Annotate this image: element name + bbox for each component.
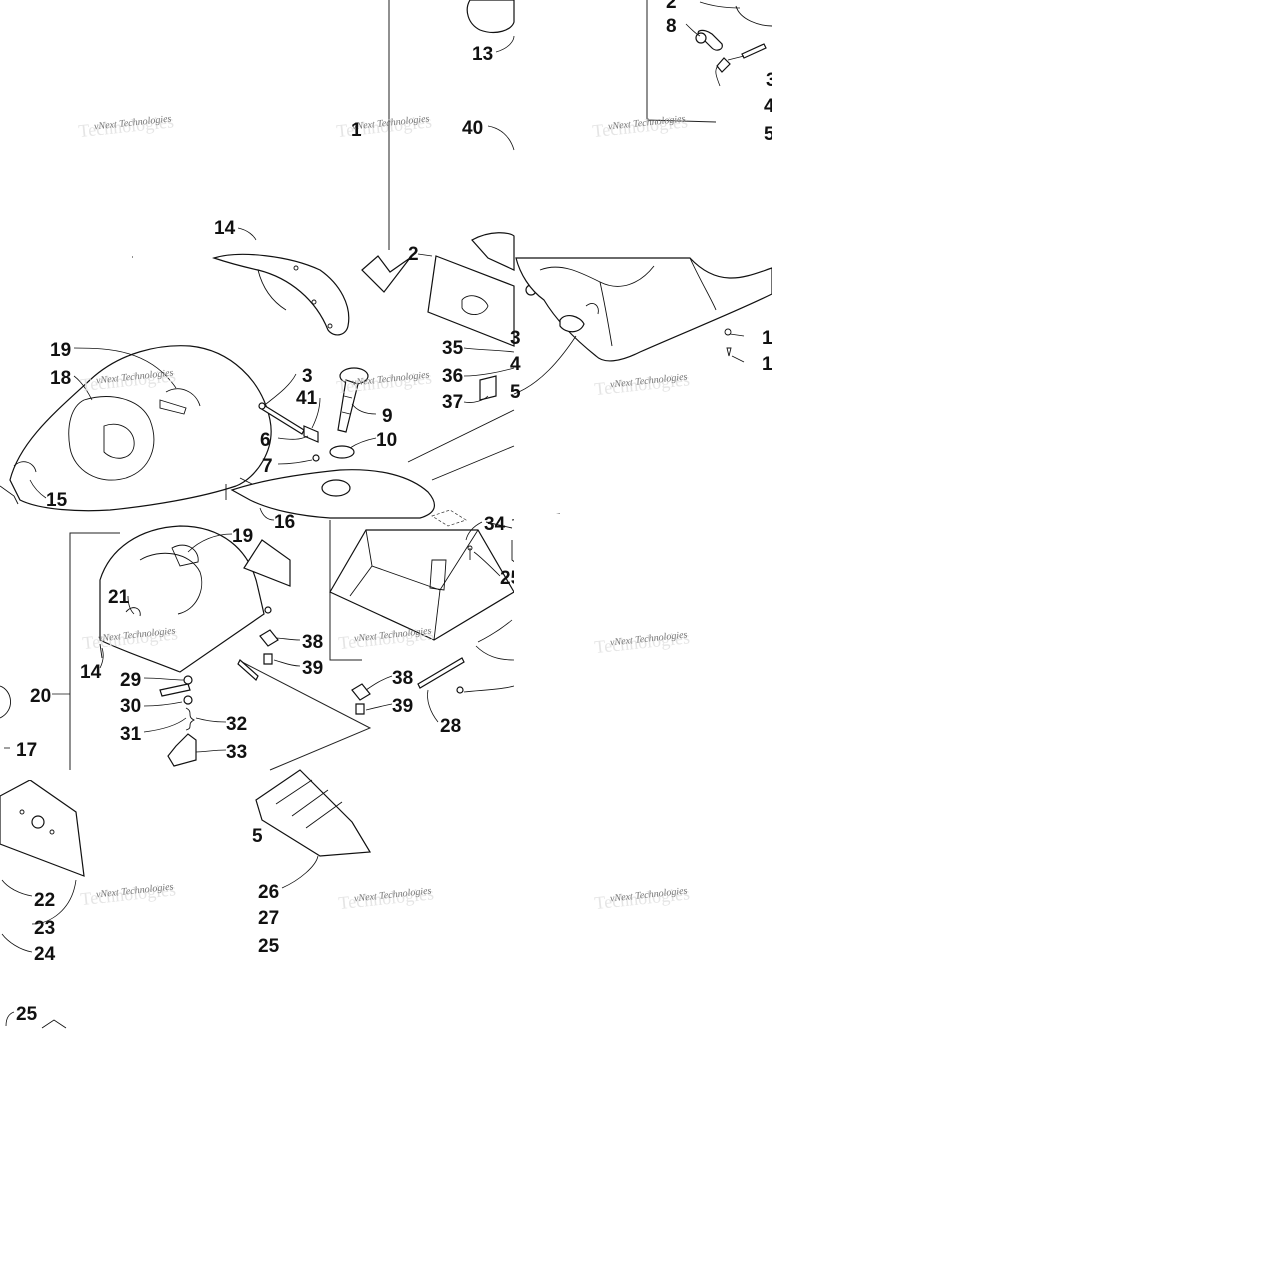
- callout-labels: 1 2 2 8 3 4 5 13 40 14 3 35 4 36 5 37 1 …: [16, 0, 777, 1025]
- callout-c22: 41: [296, 388, 318, 409]
- callout-c21: 3: [302, 366, 313, 387]
- callout-c9: 40: [462, 118, 483, 139]
- callout-c50: 26: [258, 882, 279, 903]
- callout-c30: 19: [232, 526, 253, 547]
- callout-c35: 38: [302, 632, 323, 653]
- callout-c27: 15: [46, 490, 68, 511]
- callout-c2: 2: [408, 244, 419, 265]
- callout-c11: 3: [510, 328, 521, 349]
- callout-c16: 37: [442, 392, 463, 413]
- callout-c41: 30: [120, 696, 141, 717]
- callout-c25: 10: [376, 430, 397, 451]
- seat-part: [0, 345, 272, 512]
- callout-c28: 16: [274, 512, 295, 533]
- callout-c52: 27: [258, 908, 279, 929]
- callout-c45: 28: [440, 716, 461, 737]
- misc-small-parts: [99, 375, 521, 659]
- callout-c24: 6: [260, 430, 271, 451]
- callout-c39: 38: [392, 668, 413, 689]
- callout-c46: 17: [16, 740, 37, 761]
- assembly-outlines: [69, 0, 717, 771]
- callout-c44: 32: [226, 714, 247, 735]
- latch-handle-part: [695, 5, 773, 73]
- callout-c6: 4: [764, 96, 775, 117]
- latch-rod-part: [417, 657, 465, 694]
- latch-assembly-part: [159, 675, 197, 767]
- watermark: Technologies vNext Technologies: [337, 623, 434, 653]
- callout-c4: 8: [666, 16, 677, 37]
- callout-c23: 9: [382, 406, 393, 427]
- rear-body-part: [515, 257, 773, 362]
- rear-fender-part: [212, 253, 350, 336]
- callout-c15: 5: [510, 382, 521, 403]
- seat-hinge-rod-part: [225, 402, 320, 500]
- callout-c40: 20: [30, 686, 51, 707]
- storage-tray-part: [329, 509, 515, 641]
- rear-rack-part: [41, 769, 372, 1029]
- seat-backrest-part: [466, 0, 515, 34]
- callout-c13: 4: [510, 354, 521, 375]
- callout-c53: 24: [34, 944, 56, 965]
- fuel-tank-part: [230, 409, 561, 529]
- callout-c33: 21: [108, 587, 130, 608]
- callout-c36: 14: [80, 662, 102, 683]
- callout-c48: 5: [252, 826, 263, 847]
- callout-c5: 3: [766, 70, 777, 91]
- bracket-hardware-part: [237, 606, 371, 715]
- callout-c14: 36: [442, 366, 463, 387]
- callout-c17: 1: [762, 328, 773, 349]
- callout-c29: 34: [484, 514, 506, 535]
- watermark: Technologies vNext Technologies: [337, 883, 434, 913]
- callout-c18: 1: [762, 354, 773, 375]
- callout-c51: 23: [34, 918, 55, 939]
- callout-c3: 2: [666, 0, 677, 13]
- callout-c10: 14: [214, 218, 236, 239]
- fuel-cap-part: [329, 367, 369, 459]
- callout-c19: 19: [50, 340, 71, 361]
- watermark: Technologies vNext Technologies: [79, 879, 176, 909]
- callout-c37: 39: [302, 658, 323, 679]
- leader-lines: [1, 1, 745, 1027]
- callout-c54: 25: [258, 936, 280, 957]
- callout-c47: 33: [226, 742, 247, 763]
- callout-c26: 7: [262, 456, 273, 477]
- callout-c43: 31: [120, 724, 142, 745]
- rear-panel-part: [0, 685, 85, 877]
- callout-c7: 5: [764, 124, 775, 145]
- callout-c8: 13: [472, 44, 493, 65]
- callout-c42: 39: [392, 696, 413, 717]
- watermark: Technologies vNext Technologies: [593, 369, 690, 399]
- callout-c49: 22: [34, 890, 55, 911]
- callout-c1: 1: [351, 120, 362, 141]
- callout-c20: 18: [50, 368, 71, 389]
- callout-c38: 29: [120, 670, 141, 691]
- watermark: Technologies vNext Technologies: [591, 111, 688, 141]
- callout-c55: 25: [16, 1004, 38, 1025]
- callout-c12: 35: [442, 338, 464, 359]
- rear-cowl-part: [99, 525, 291, 673]
